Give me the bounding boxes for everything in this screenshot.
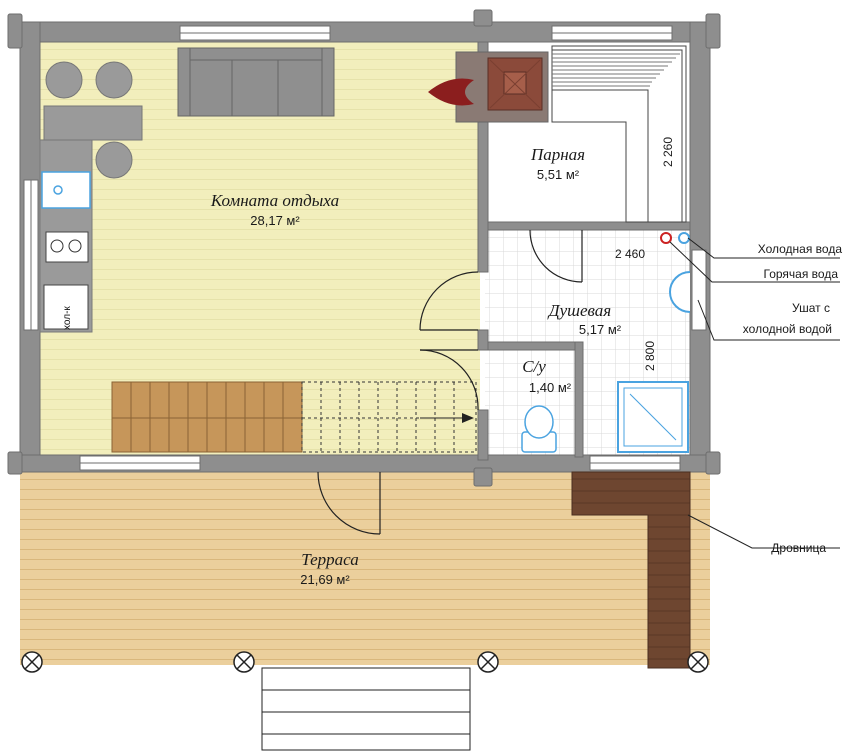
windows: [23, 25, 707, 471]
staircase: [111, 381, 477, 453]
rest-room-name: Комната отдыха: [210, 191, 339, 210]
doors: [317, 229, 583, 535]
log-ends: [7, 9, 721, 487]
cold-water-point: [678, 232, 690, 244]
callout-cold-water: Холодная вода: [758, 242, 843, 256]
sauna-benches: [551, 45, 687, 223]
entrance-steps: [261, 667, 471, 751]
shower-name: Душевая: [547, 301, 612, 320]
dim-steam-room: 2 260: [661, 137, 675, 167]
shower-cabin: [617, 381, 689, 453]
kitchen-counter: [39, 139, 93, 333]
wc-area: 1,40 м²: [529, 380, 572, 395]
callout-bucket-2: холодной водой: [743, 322, 832, 336]
terrace-area: 21,69 м²: [300, 572, 350, 587]
dim-shower-length: 2 460: [615, 247, 645, 261]
steam-room-area: 5,51 м²: [537, 167, 580, 182]
callout-woodshed: Дровница: [771, 541, 826, 555]
callout-hot-water: Горячая вода: [764, 267, 839, 281]
callout-bucket-1: Ушат с: [792, 301, 830, 315]
steam-room-name: Парная: [530, 145, 585, 164]
woodshed: [571, 471, 691, 669]
dining-table: [43, 61, 143, 179]
terrace-name: Терраса: [301, 550, 359, 569]
rest-room-area: 28,17 м²: [250, 213, 300, 228]
shower-area: 5,17 м²: [579, 322, 622, 337]
terrace-posts: [21, 651, 709, 673]
fridge-label: хол-к: [62, 306, 73, 330]
wc-name: С/у: [522, 357, 546, 376]
hot-water-point: [660, 232, 672, 244]
dim-shower-width: 2 800: [643, 341, 657, 371]
callout-lines: [669, 237, 840, 549]
sauna-stove: [428, 51, 549, 123]
water-bucket: [669, 271, 691, 313]
toilet: [521, 405, 557, 453]
sofa: [177, 47, 335, 117]
